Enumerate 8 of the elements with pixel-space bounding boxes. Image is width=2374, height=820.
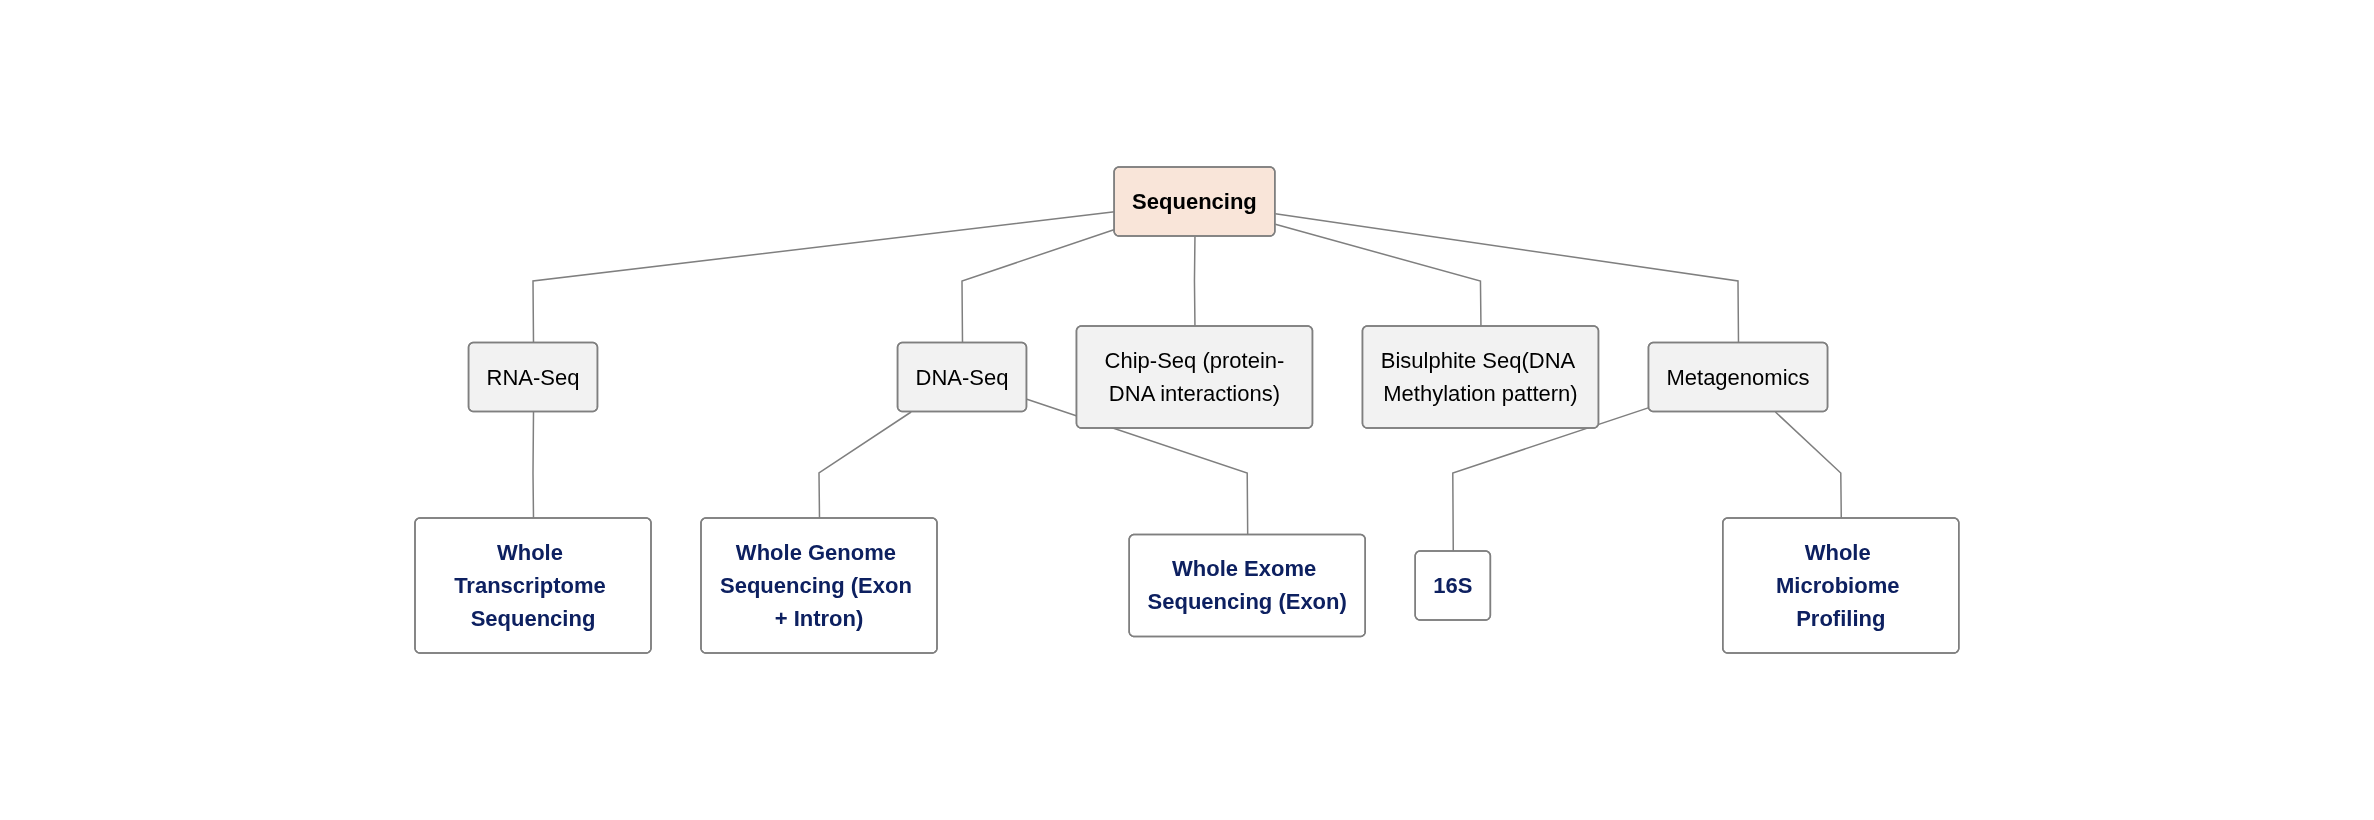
connector: [1274, 223, 1482, 328]
connector: [1452, 406, 1650, 553]
connector: [1274, 213, 1740, 344]
connector: [1026, 398, 1249, 536]
connector: [1774, 411, 1843, 520]
connector: [1193, 235, 1196, 328]
connector: [818, 411, 912, 520]
connector: [532, 411, 535, 520]
